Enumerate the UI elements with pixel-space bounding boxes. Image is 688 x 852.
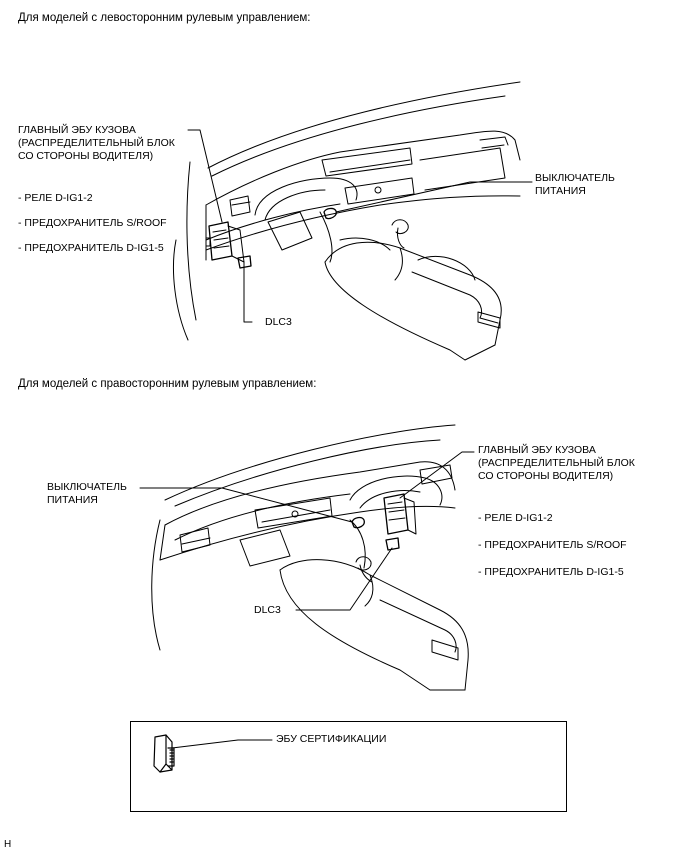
rhd-item-fuse-dig15: - ПРЕДОХРАНИТЕЛЬ D-IG1-5	[478, 566, 624, 578]
figure-code: H	[4, 839, 12, 850]
lhd-item-relay: - РЕЛЕ D-IG1-2	[18, 192, 93, 204]
lhd-heading: Для моделей с левосторонним рулевым упра…	[18, 12, 311, 24]
certification-ecu-label: ЭБУ СЕРТИФИКАЦИИ	[276, 733, 387, 745]
lhd-main-ecu-line-2: (РАСПРЕДЕЛИТЕЛЬНЫЙ БЛОК	[18, 137, 175, 149]
lhd-main-ecu-line-1: ГЛАВНЫЙ ЭБУ КУЗОВА	[18, 124, 136, 136]
lhd-power-switch-line-2: ПИТАНИЯ	[535, 185, 586, 197]
lhd-item-fuse-dig15: - ПРЕДОХРАНИТЕЛЬ D-IG1-5	[18, 242, 164, 254]
rhd-main-ecu-line-3: СО СТОРОНЫ ВОДИТЕЛЯ)	[478, 470, 614, 482]
rhd-item-fuse-sroof: - ПРЕДОХРАНИТЕЛЬ S/ROOF	[478, 539, 627, 551]
rhd-main-ecu-line-2: (РАСПРЕДЕЛИТЕЛЬНЫЙ БЛОК	[478, 457, 635, 469]
lhd-main-body-ecu-label: ГЛАВНЫЙ ЭБУ КУЗОВА (РАСПРЕДЕЛИТЕЛЬНЫЙ БЛ…	[18, 124, 175, 163]
lhd-dashboard-illustration	[172, 81, 533, 361]
lhd-dlc3-label: DLC3	[265, 316, 292, 328]
rhd-power-switch-line-1: ВЫКЛЮЧАТЕЛЬ	[47, 481, 127, 493]
rhd-dlc3-label: DLC3	[254, 604, 281, 616]
rhd-item-relay: - РЕЛЕ D-IG1-2	[478, 512, 553, 524]
lhd-power-switch-line-1: ВЫКЛЮЧАТЕЛЬ	[535, 172, 615, 184]
lhd-main-ecu-line-3: СО СТОРОНЫ ВОДИТЕЛЯ)	[18, 150, 154, 162]
certification-ecu-illustration	[153, 734, 273, 773]
rhd-dashboard-illustration	[139, 424, 475, 691]
rhd-main-ecu-line-1: ГЛАВНЫЙ ЭБУ КУЗОВА	[478, 444, 596, 456]
rhd-power-switch-label: ВЫКЛЮЧАТЕЛЬ ПИТАНИЯ	[47, 481, 127, 507]
lhd-item-fuse-sroof: - ПРЕДОХРАНИТЕЛЬ S/ROOF	[18, 217, 167, 229]
certification-ecu-box	[130, 721, 567, 812]
rhd-main-body-ecu-label: ГЛАВНЫЙ ЭБУ КУЗОВА (РАСПРЕДЕЛИТЕЛЬНЫЙ БЛ…	[478, 444, 635, 483]
lhd-power-switch-label: ВЫКЛЮЧАТЕЛЬ ПИТАНИЯ	[535, 172, 615, 198]
rhd-power-switch-line-2: ПИТАНИЯ	[47, 494, 98, 506]
rhd-heading: Для моделей с правосторонним рулевым упр…	[18, 378, 317, 390]
